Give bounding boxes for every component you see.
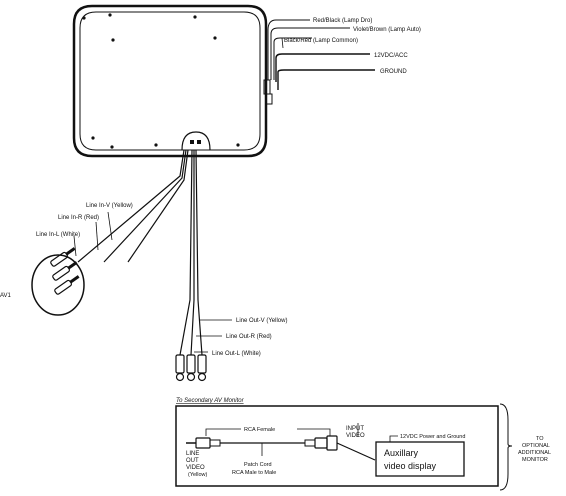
monitor-housing xyxy=(72,4,273,158)
rca-female-bracket xyxy=(205,428,331,436)
label-monitor: MONITOR xyxy=(522,457,548,463)
label-line-out-l: Line Out-L (White) xyxy=(212,351,261,357)
label-line-out-r: Line Out-R (Red) xyxy=(226,334,272,340)
label-black-red: Black/Red (Lamp Common) xyxy=(284,38,358,44)
label-video-display: video display xyxy=(384,461,437,471)
line-out-connectors xyxy=(175,354,207,382)
label-patch-cord: Patch Cord xyxy=(244,462,272,468)
line-in-labels: Line In-V (Yellow) Line In-R (Red) Line … xyxy=(0,203,133,299)
line-out-labels: Line Out-V (Yellow) Line Out-R (Red) Lin… xyxy=(212,318,287,357)
label-video-out: VIDEO xyxy=(186,465,205,471)
label-line-in-l: Line In-L (White) xyxy=(36,232,80,238)
power-wires xyxy=(267,19,375,90)
label-auxillary: Auxillary xyxy=(384,448,419,458)
label-red-black: Red/Black (Lamp Dro) xyxy=(313,18,372,24)
label-input: INPUT xyxy=(346,426,364,432)
label-ground: GROUND xyxy=(380,69,407,75)
label-12vdc-acc: 12VDC/ACC xyxy=(374,53,408,59)
label-rca-male-to-male: RCA Male to Male xyxy=(232,470,276,476)
secondary-av-box xyxy=(175,403,513,491)
label-to-secondary-av-monitor: To Secondary AV Monitor xyxy=(176,398,245,404)
label-line: LINE xyxy=(186,451,199,457)
label-video: VIDEO xyxy=(346,433,365,439)
label-to: TO xyxy=(536,436,544,442)
label-optional: OPTIONAL xyxy=(522,443,550,449)
label-violet-brown: Violet/Brown (Lamp Auto) xyxy=(353,27,421,33)
label-yellow: (Yellow) xyxy=(188,472,208,478)
label-12vdc-power-and-ground: 12VDC Power and Ground xyxy=(400,434,465,440)
line-out-cables xyxy=(179,149,232,356)
label-line-out-v: Line Out-V (Yellow) xyxy=(236,318,287,324)
label-av1: AV1 xyxy=(0,293,12,299)
label-additional: ADDITIONAL xyxy=(518,450,551,456)
line-in-cables xyxy=(73,149,189,263)
label-out: OUT xyxy=(186,458,199,464)
optional-monitor-labels: TO OPTIONAL ADDITIONAL MONITOR xyxy=(518,436,551,463)
label-line-in-r: Line In-R (Red) xyxy=(58,215,99,221)
label-rca-female: RCA Female xyxy=(244,427,275,433)
patch-cord xyxy=(186,423,398,461)
auxiliary-video-display: Auxillary video display xyxy=(375,441,465,477)
secondary-labels: INPUT VIDEO 12VDC Power and Ground LINE … xyxy=(186,426,465,478)
label-line-in-v: Line In-V (Yellow) xyxy=(86,203,133,209)
power-labels: Red/Black (Lamp Dro) Violet/Brown (Lamp … xyxy=(284,18,421,75)
av1-connector-group xyxy=(31,247,85,316)
